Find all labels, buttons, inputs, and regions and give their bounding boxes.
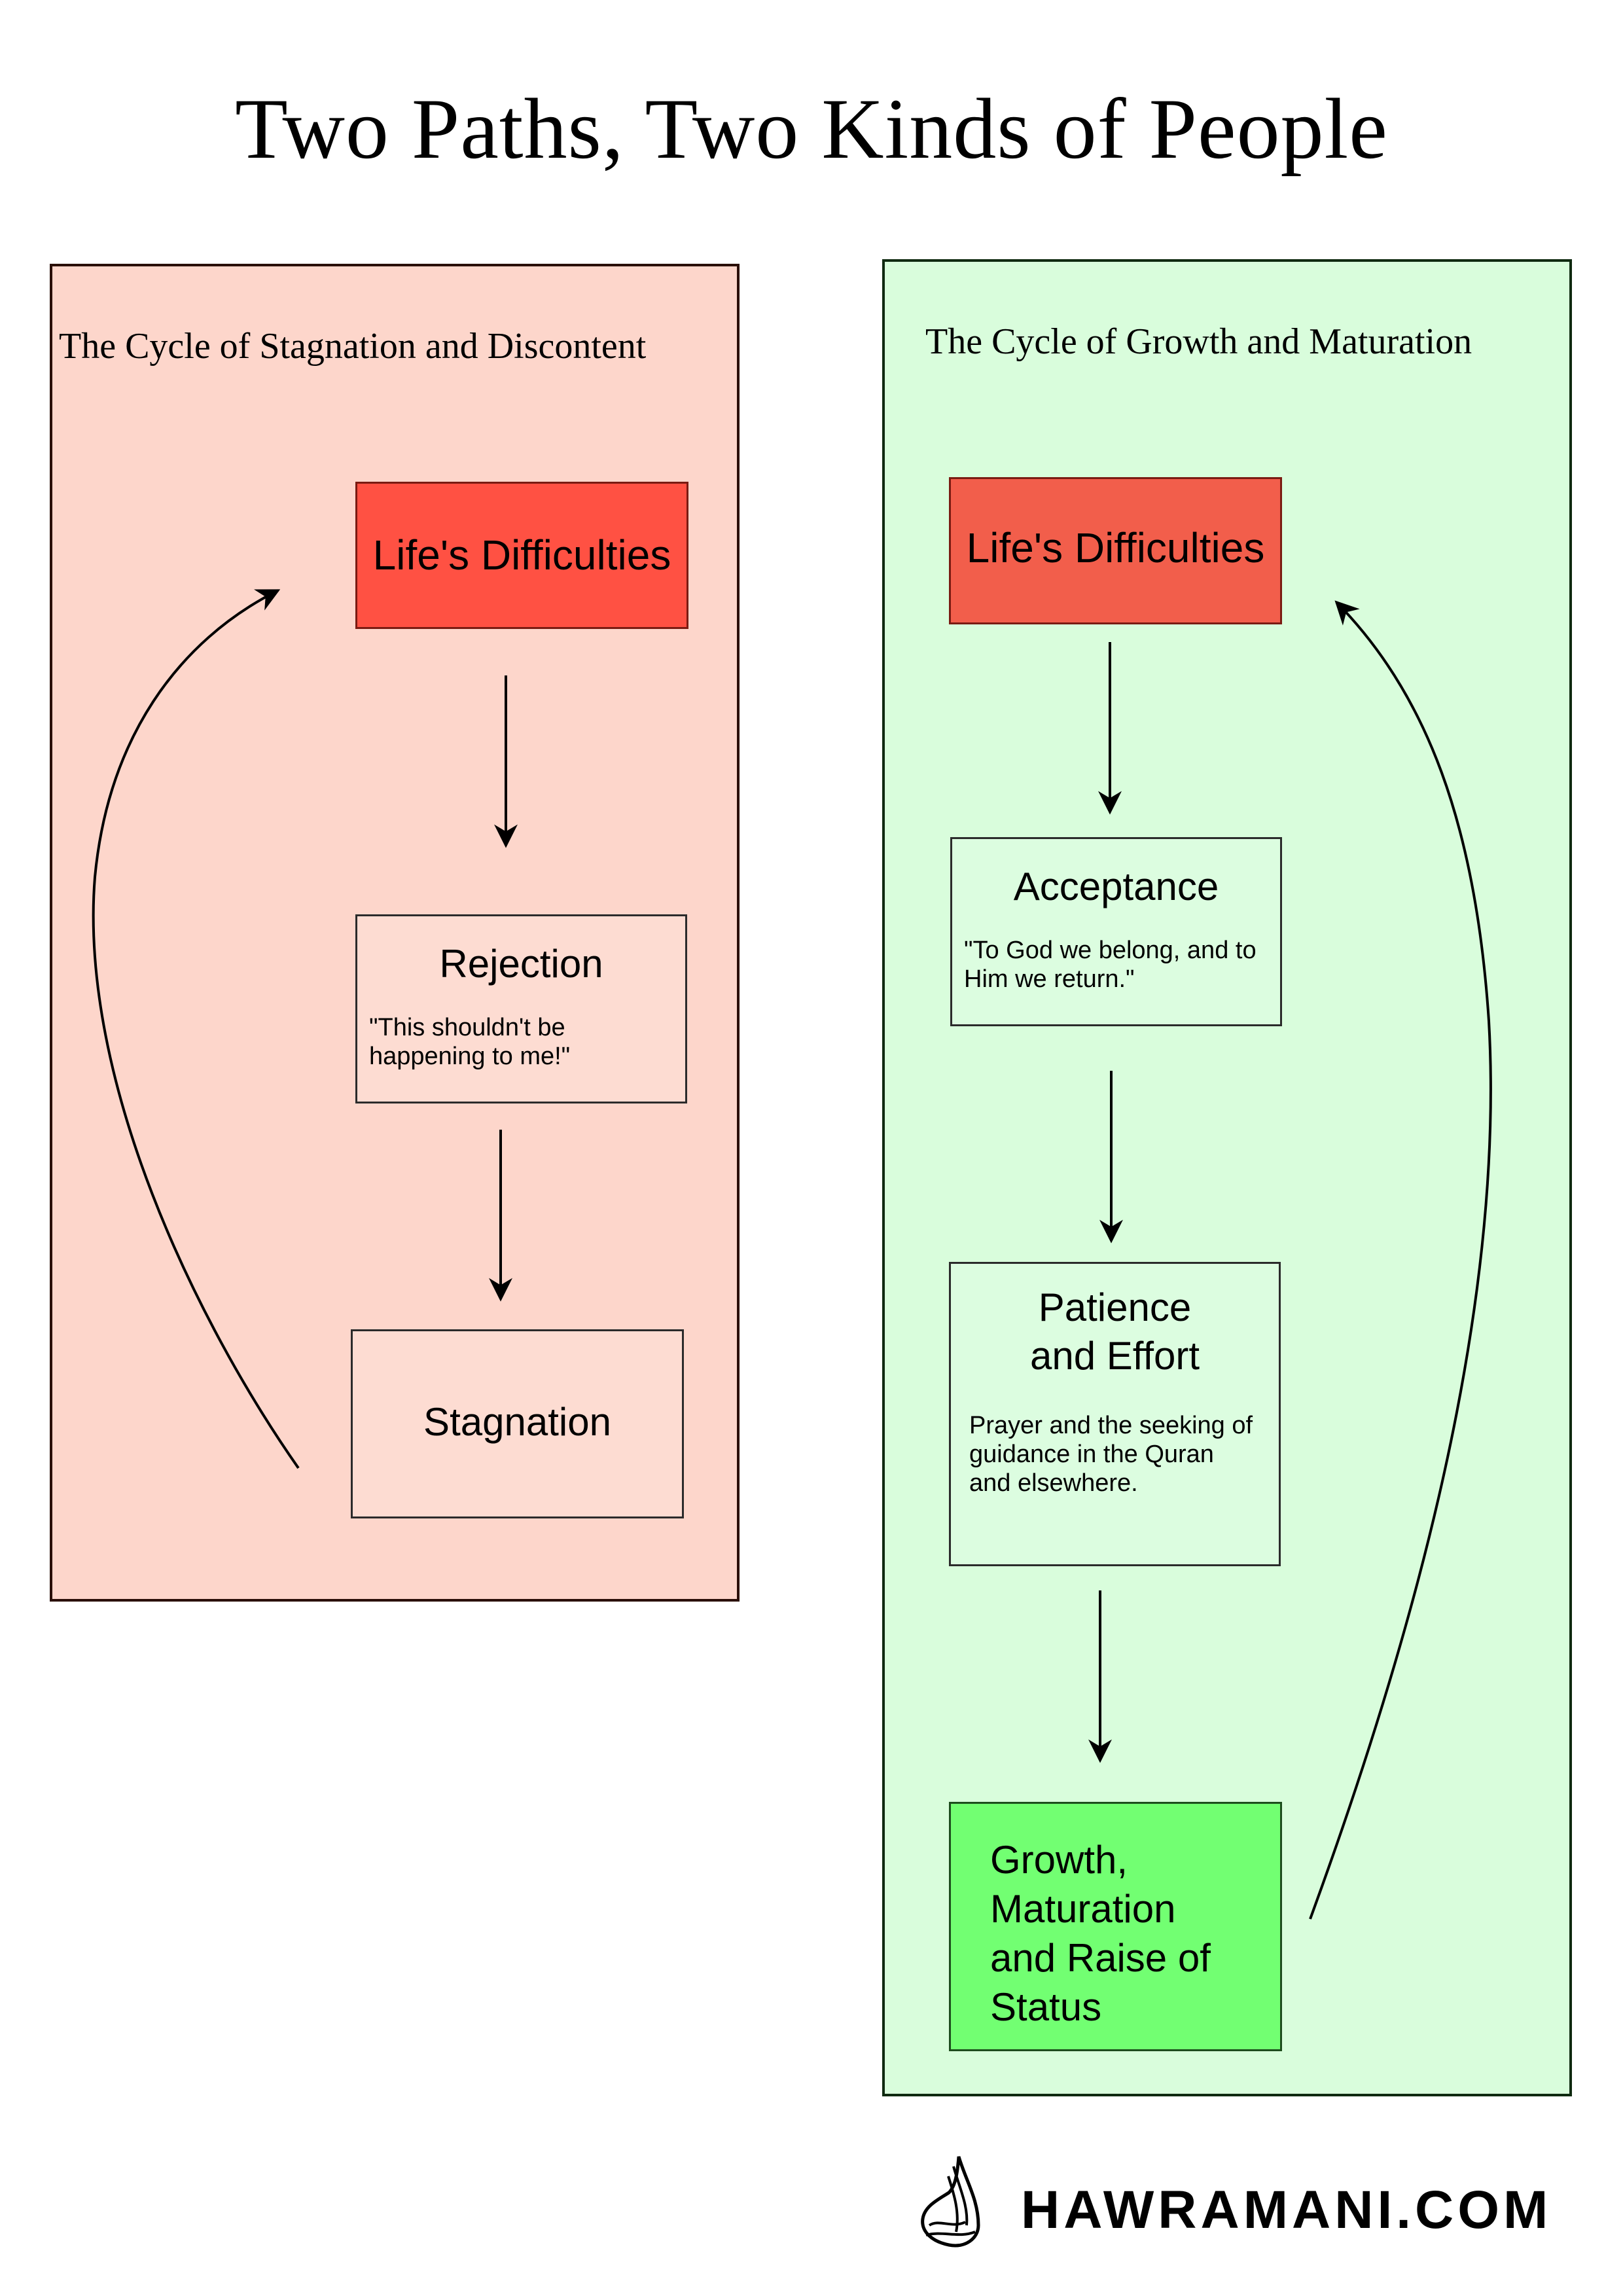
- box-heading-line: and Effort: [1029, 1334, 1200, 1378]
- box-heading: Growth, Maturation and Raise of Status: [990, 1838, 1211, 2029]
- page-title: Two Paths, Two Kinds of People: [235, 81, 1388, 177]
- left-lifes-difficulties-box: Life's Difficulties: [355, 482, 688, 629]
- stagnation-box: Stagnation: [351, 1329, 684, 1518]
- box-heading: Life's Difficulties: [372, 531, 671, 579]
- stagnation-cycle-title: The Cycle of Stagnation and Discontent: [59, 326, 647, 367]
- acceptance-box: Acceptance "To God we belong, and to Him…: [950, 837, 1282, 1026]
- box-detail: Prayer and the seeking of guidance in th…: [969, 1412, 1253, 1497]
- rejection-box: Rejection "This shouldn't be happening t…: [355, 914, 687, 1103]
- box-heading: Rejection: [439, 942, 603, 986]
- calligraphy-icon: [921, 2156, 980, 2248]
- box-heading: Acceptance: [1013, 865, 1219, 908]
- box-heading: Patience and Effort: [951, 1283, 1279, 1380]
- growth-cycle-title: The Cycle of Growth and Maturation: [925, 321, 1472, 362]
- growth-box: Growth, Maturation and Raise of Status: [949, 1802, 1282, 2051]
- right-lifes-difficulties-box: Life's Difficulties: [949, 477, 1282, 624]
- hawramani-logo[interactable]: HAWRAMANI.COM: [913, 2153, 1567, 2251]
- box-detail: "This shouldn't be happening to me!": [369, 1014, 571, 1070]
- patience-effort-box: Patience and Effort Prayer and the seeki…: [949, 1262, 1281, 1566]
- box-detail: "To God we belong, and to Him we return.…: [964, 937, 1257, 993]
- box-heading: Life's Difficulties: [966, 524, 1265, 571]
- box-heading-line: Patience: [1038, 1285, 1192, 1329]
- box-heading: Stagnation: [423, 1400, 611, 1444]
- logo-text[interactable]: HAWRAMANI.COM: [1021, 2180, 1552, 2240]
